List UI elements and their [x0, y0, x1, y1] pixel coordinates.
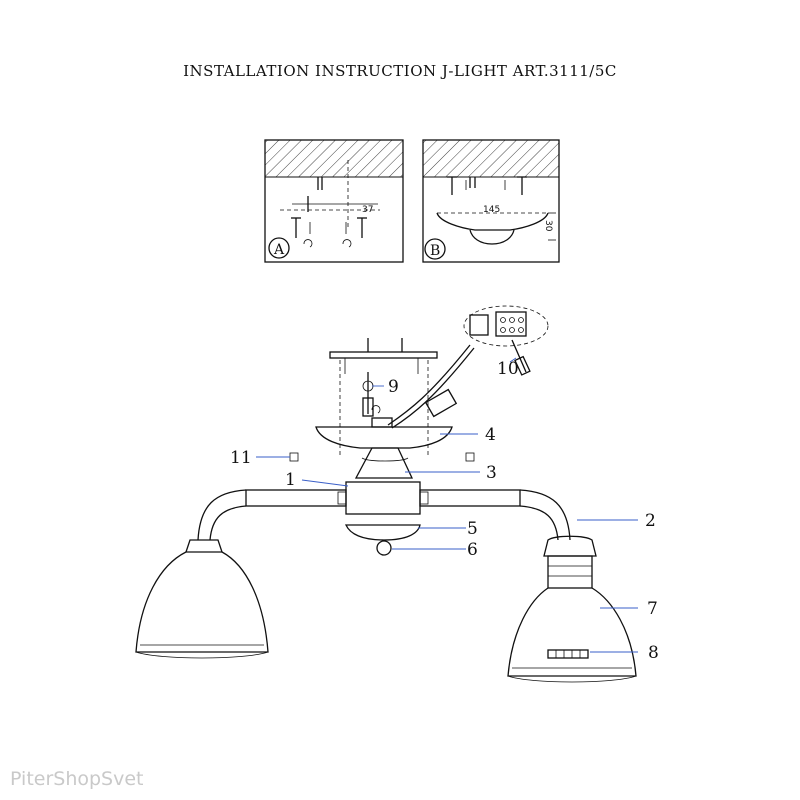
callout-2: 2: [645, 511, 656, 531]
page-title: INSTALLATION INSTRUCTION J-LIGHT ART.311…: [183, 62, 617, 80]
leader-lines: [256, 357, 638, 653]
panel-b-marker: B: [430, 243, 440, 259]
terminal-detail: [463, 305, 549, 347]
lamp-socket: [547, 555, 593, 589]
terminal-block: [424, 388, 458, 418]
finial: [376, 540, 392, 556]
panel-a-dimension: 37: [362, 205, 373, 215]
watermark: PiterShopSvet: [10, 768, 144, 790]
panel-b-height-dimension: 30: [543, 220, 553, 232]
callout-3: 3: [486, 463, 497, 483]
rotate-arrow-icon: [303, 239, 313, 248]
chandelier-drawing: [135, 305, 637, 683]
panel-a-marker-circle: [268, 237, 290, 259]
panel-b-width-dimension: 145: [483, 205, 500, 215]
callout-6: 6: [467, 540, 478, 560]
central-body: [345, 481, 421, 515]
mounting-plate: [329, 351, 438, 359]
panel-a-marker: A: [273, 242, 285, 258]
callout-8: 8: [648, 643, 659, 663]
bottom-cap: [344, 524, 421, 541]
right-arm: [419, 489, 521, 507]
left-arm: [245, 489, 347, 507]
bulb-base: [547, 649, 589, 659]
callout-4: 4: [485, 425, 496, 445]
callout-10: 10: [497, 359, 519, 379]
screw-icon: [291, 217, 367, 238]
screw-icon: [447, 176, 527, 195]
callout-5: 5: [467, 519, 478, 539]
right-shade: [507, 535, 637, 683]
left-shade: [135, 539, 269, 659]
callout-9: 9: [388, 377, 399, 397]
callout-7: 7: [647, 599, 658, 619]
callout-1: 1: [285, 470, 296, 490]
canopy: [315, 426, 453, 449]
panel-b-marker-circle: [424, 238, 446, 260]
callout-11: 11: [230, 448, 252, 468]
rotate-arrow-icon: [342, 239, 352, 248]
panel-a: 37 A: [264, 139, 404, 263]
panel-b: 145 30 B: [422, 139, 560, 263]
